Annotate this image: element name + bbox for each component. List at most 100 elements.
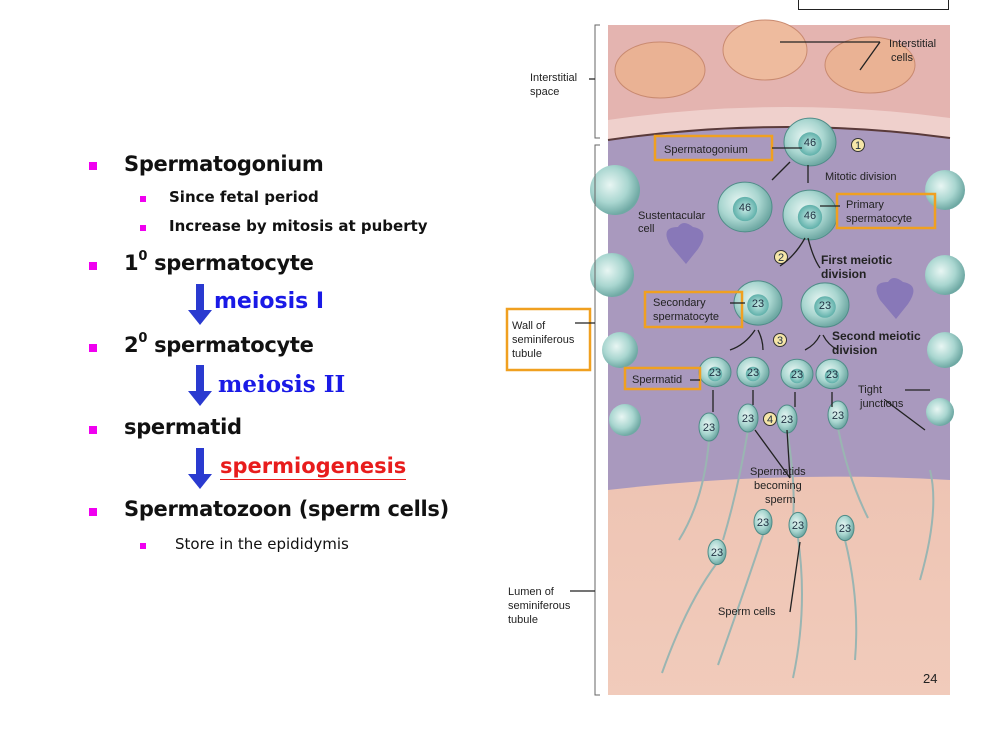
label-spermatid: Spermatid [632,374,682,386]
bullet-icon [89,162,97,170]
cell: 23 [737,403,759,433]
chromosome-count: 23 [703,422,715,434]
figure-arrows [570,41,930,613]
cell: 23 [800,282,850,328]
label-interstitial-space: Interstitial [530,72,577,84]
chromosome-count: 46 [804,210,816,222]
brackets [594,24,600,696]
bullet-icon [89,426,97,434]
cell: 23 [753,508,773,536]
superscript: 0 [138,249,148,264]
label-interstitial-space: space [530,86,559,98]
chromosome-count: 23 [747,367,759,379]
label-spermatids-becoming-sperm: Spermatids [750,466,806,478]
label-lumen: Lumen of [508,586,555,598]
step-badge: 1 [851,138,865,152]
bullet-spermatid: spermatid [124,415,242,439]
down-arrow-icon [188,284,212,325]
label-second-meiotic-division: division [832,343,877,357]
label-wall: seminiferous [512,334,575,346]
step-number: 4 [767,414,773,426]
bullet-primary-spermatocyte: 10 spermatocyte [124,249,314,275]
cell: 23 [827,400,849,430]
spermiogenesis-label: spermiogenesis [220,454,407,480]
bullet-icon [140,543,146,549]
step-badge: 2 [774,250,788,264]
sub-bullet: Increase by mitosis at puberty [169,217,428,235]
cell: 23 [736,356,770,388]
label-tight-junctions: junctions [859,398,904,410]
cell: 46 [782,189,838,241]
down-arrow-icon [188,448,212,489]
chromosome-count: 23 [826,369,838,381]
chromosome-count: 23 [839,523,851,535]
chromosome-count: 23 [742,413,754,425]
cell: 23 [776,404,798,434]
highlight-boxes [505,134,937,391]
label-spermatids-becoming-sperm: becoming [754,480,802,492]
chromosome-count: 23 [781,414,793,426]
label-first-meiotic-division: First meiotic [821,253,893,267]
cell: 23 [707,538,727,566]
label-lumen: seminiferous [508,600,571,612]
bullet-icon [140,225,146,231]
cell: 23 [698,412,720,442]
label-secondary-spermatocyte: spermatocyte [653,311,719,323]
cell: 46 [717,181,773,233]
sub-bullet: Store in the epididymis [175,535,349,553]
label-prefix: 1 [124,251,139,275]
cell: 23 [698,356,732,388]
step-number: 1 [855,140,861,152]
label-interstitial-cells: Interstitial [889,38,936,50]
label-second-meiotic-division: Second meiotic [832,329,921,343]
label-lumen: tubule [508,614,538,626]
chromosome-count: 23 [819,300,831,312]
label-spermatids-becoming-sperm: sperm [765,494,796,506]
step-badge: 4 [763,412,777,426]
label-tight-junctions: Tight [858,384,882,396]
label-wall: tubule [512,348,542,360]
chromosome-count: 23 [792,520,804,532]
step-badge: 3 [773,333,787,347]
down-arrow-icon [188,365,212,406]
chromosome-count: 23 [711,547,723,559]
chromosome-count: 23 [752,298,764,310]
bullet-icon [89,262,97,270]
bullet-icon [140,196,146,202]
step-number: 3 [777,335,783,347]
bullet-icon [89,344,97,352]
chromosome-count: 23 [791,369,803,381]
figure-background [590,19,965,695]
bullet-secondary-spermatocyte: 20 spermatocyte [124,331,314,357]
figure-labels: Interstitial cells Interstitial space Sp… [508,38,937,686]
superscript: 0 [138,331,148,346]
label-primary-spermatocyte: spermatocyte [846,213,912,225]
page-number: 24 [923,671,937,686]
label-primary-spermatocyte: Primary [846,199,884,211]
chromosome-count: 23 [832,410,844,422]
cell: 23 [733,280,783,326]
meiosis-1-label: meiosis I [214,289,325,314]
label-mitotic-division: Mitotic division [825,171,897,183]
label-sustentacular-cell: cell [638,223,655,235]
label-wall: Wall of [512,320,546,332]
cell: 23 [835,514,855,542]
cell: 23 [815,358,849,390]
meiosis-2-label: meiosis II [218,371,346,398]
label-secondary-spermatocyte: Secondary [653,297,706,309]
label-sustentacular-cell: Sustentacular [638,210,706,222]
empty-box [798,0,949,10]
bullet-spermatozoon: Spermatozoon (sperm cells) [124,497,449,521]
label-interstitial-cells: cells [891,52,914,64]
cell: 23 [780,358,814,390]
label-text: spermatocyte [147,333,314,357]
label-text: spermatocyte [147,251,314,275]
chromosome-count: 46 [739,202,751,214]
chromosome-count: 46 [804,137,816,149]
chromosome-count: 23 [757,517,769,529]
label-first-meiotic-division: division [821,267,866,281]
cell: 23 [788,511,808,539]
bullet-spermatogonium: Spermatogonium [124,152,324,176]
label-spermatogonium: Spermatogonium [664,144,748,156]
